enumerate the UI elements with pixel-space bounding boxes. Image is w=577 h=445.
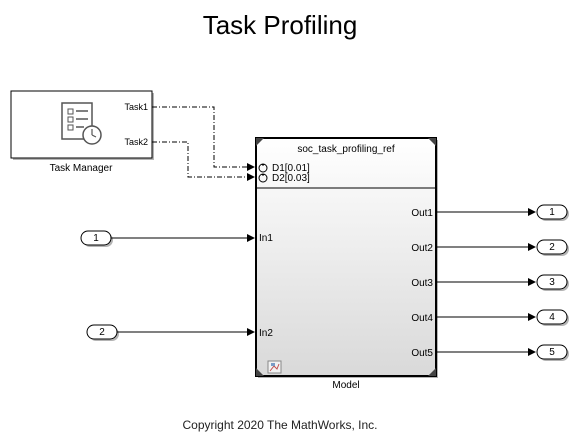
- model-label: Model: [332, 380, 359, 391]
- task2-event-line[interactable]: [152, 141, 255, 181]
- outport-number: 3: [549, 277, 555, 288]
- model-output-label: Out4: [411, 313, 433, 324]
- model-reference-icon: [267, 360, 282, 374]
- inport-number: 1: [93, 233, 99, 244]
- event-port-label: D2[0.03]: [272, 173, 310, 184]
- task-manager-block[interactable]: Task1 Task2: [10, 90, 154, 160]
- diagram-title: Task Profiling: [202, 10, 358, 40]
- inport-number: 2: [99, 327, 105, 338]
- outport-block-5[interactable]: 5: [536, 344, 569, 361]
- outport-number: 4: [549, 312, 555, 323]
- model-output-label: Out1: [411, 208, 433, 219]
- outport-block-2[interactable]: 2: [536, 239, 569, 256]
- model-input-label: In2: [259, 328, 273, 339]
- outport-number: 2: [549, 242, 555, 253]
- task-manager-output-label: Task1: [124, 102, 148, 112]
- model-output-label: Out3: [411, 278, 433, 289]
- outport-number: 1: [549, 207, 555, 218]
- outport-block-4[interactable]: 4: [536, 309, 569, 326]
- corner-mark-bottom-left: [256, 368, 264, 376]
- event-port-icon: [258, 163, 268, 173]
- task-manager-output-label: Task2: [124, 137, 148, 147]
- task1-event-line[interactable]: [152, 106, 255, 171]
- copyright-notice: Copyright 2020 The MathWorks, Inc.: [182, 418, 378, 432]
- outport-number: 5: [549, 347, 555, 358]
- model-reference-name: soc_task_profiling_ref: [297, 144, 394, 155]
- inport-block-2[interactable]: 2: [86, 324, 119, 341]
- model-output-label: Out5: [411, 348, 433, 359]
- model-output-label: Out2: [411, 243, 433, 254]
- task-manager-label: Task Manager: [50, 163, 113, 174]
- event-port-label: D1[0.01]: [272, 163, 310, 174]
- corner-mark-top-left: [256, 138, 264, 146]
- model-reference-block[interactable]: soc_task_profiling_ref D1[0.01] D2[0.03]…: [255, 137, 438, 378]
- outport-block-1[interactable]: 1: [536, 204, 569, 221]
- task-list-clock-icon: [61, 102, 102, 145]
- event-port-icon: [258, 173, 268, 183]
- corner-mark-top-right: [428, 138, 436, 146]
- inport-block-1[interactable]: 1: [80, 230, 113, 247]
- model-input-label: In1: [259, 233, 273, 244]
- corner-mark-bottom-right: [428, 368, 436, 376]
- outport-block-3[interactable]: 3: [536, 274, 569, 291]
